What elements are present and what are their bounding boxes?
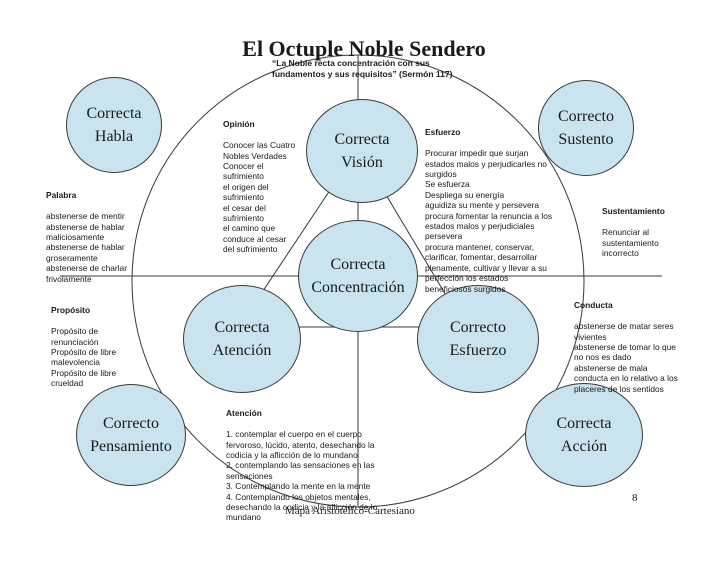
circle-label-line2: Sustento [558,131,614,148]
note-body: Renunciar al sustentamiento incorrecto [602,227,659,259]
note-opinion: Opinión Conocer las Cuatro Nobles Verdad… [223,109,313,255]
circle-label-line2: Habla [94,128,134,145]
note-heading: Opinión [223,119,255,130]
circle-label-line1: Correcta [556,415,612,432]
note-body: 1. contemplar el cuerpo en el cuerpo fer… [226,429,378,523]
note-body: Conocer las Cuatro Nobles Verdades Conoc… [223,140,296,255]
note-heading: Esfuerzo [425,127,461,138]
note-proposito: Propósito Propósito de renunciación Prop… [51,295,161,389]
note-body: Propósito de renunciación Propósito de l… [51,326,117,389]
page-title: El Octuple Noble Sendero [242,36,486,61]
page-subtitle: “La Noble recta concentración con sus fu… [272,58,453,79]
circle-label-line1: Correcto [450,319,506,336]
circle-label-line2: Atención [212,342,272,359]
note-heading: Atención [226,408,262,419]
circle-label-line1: Correcta [334,131,390,148]
circle-label-line2: Concentración [311,279,405,296]
note-atencion: Atención 1. contemplar el cuerpo en el c… [226,398,406,523]
note-heading: Palabra [46,190,77,201]
note-conducta: Conducta abstenerse de matar seres vivie… [574,290,699,394]
circle-label-line1: Correcta [86,105,142,122]
note-palabra: Palabra abstenerse de mentir abstenerse … [46,180,166,284]
note-heading: Sustentamiento [602,206,665,217]
page-number: 8 [632,492,638,504]
note-sustentamiento: Sustentamiento Renunciar al sustentamien… [602,196,697,258]
circle-label-line1: Correcta [214,319,270,336]
note-body: abstenerse de matar seres vivientes abst… [574,321,678,394]
circle-label-line2: Pensamiento [90,438,172,455]
circle-label-line2: Visión [341,154,383,171]
circle-label-line2: Esfuerzo [449,342,507,359]
note-body: Procurar impedir que surjan estados malo… [425,148,553,294]
footer-caption: Mapa Aristotélico-Cartesiano [285,505,415,517]
circle-label-line2: Acción [560,438,608,455]
circle-label-line1: Correcta [330,256,386,273]
circle-label-line1: Correcto [558,108,614,125]
circle-label-line1: Correcto [103,415,159,432]
note-body: abstenerse de mentir abstenerse de habla… [46,211,128,284]
note-heading: Propósito [51,305,91,316]
note-esfuerzo: Esfuerzo Procurar impedir que surjan est… [425,117,575,294]
note-heading: Conducta [574,300,613,311]
